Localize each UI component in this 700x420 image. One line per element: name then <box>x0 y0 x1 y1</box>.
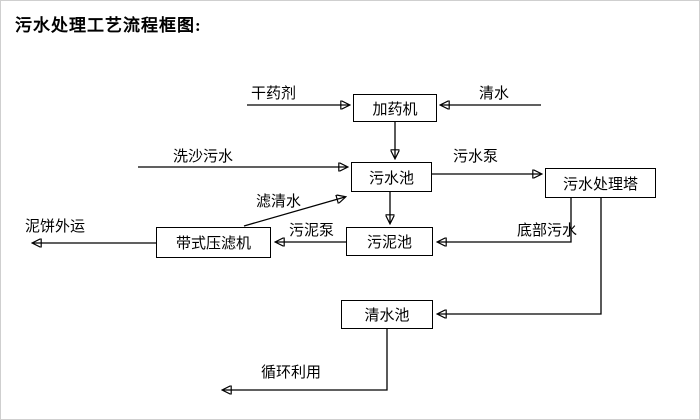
edge-label-recycling: 循环利用 <box>261 365 322 381</box>
node-clear-water-pool-label: 清水池 <box>364 308 410 324</box>
node-belt-filter-press-label: 带式压滤机 <box>175 236 251 252</box>
edge-label-sludge-pump: 污泥泵 <box>289 223 335 239</box>
node-sewage-pool: 污水池 <box>351 162 432 192</box>
edge-label-dry-chemical: 干药剂 <box>251 86 297 102</box>
node-treatment-tower-label: 污水处理塔 <box>562 176 638 193</box>
node-sewage-pool-label: 污水池 <box>368 170 414 187</box>
edge-label-clear-water: 清水 <box>479 86 510 102</box>
node-treatment-tower: 污水处理塔 <box>545 168 656 198</box>
edge-label-filtered-water: 滤清水 <box>256 194 302 210</box>
node-dosing-machine: 加药机 <box>353 94 437 122</box>
edge-tower-bottom-to-sludge-pool <box>438 198 572 242</box>
edge-tower-to-clear-pool <box>438 198 602 314</box>
edge-label-mud-cake-out: 泥饼外运 <box>25 219 86 235</box>
edge-filtered-water-to-sewage-pool <box>243 197 345 227</box>
node-sludge-pool: 污泥池 <box>346 227 433 256</box>
node-belt-filter-press: 带式压滤机 <box>156 227 271 258</box>
node-dosing-machine-label: 加药机 <box>372 101 418 118</box>
edge-recycling-out <box>223 329 388 390</box>
page-title: 污水处理工艺流程框图: <box>15 16 202 35</box>
node-clear-water-pool: 清水池 <box>341 300 433 329</box>
node-sludge-pool-label: 污泥池 <box>366 235 412 251</box>
edge-label-sewage-pump: 污水泵 <box>453 149 499 165</box>
edge-label-sand-washing-sewage: 洗沙污水 <box>173 149 234 165</box>
edge-label-bottom-sewage: 底部污水 <box>517 223 578 239</box>
